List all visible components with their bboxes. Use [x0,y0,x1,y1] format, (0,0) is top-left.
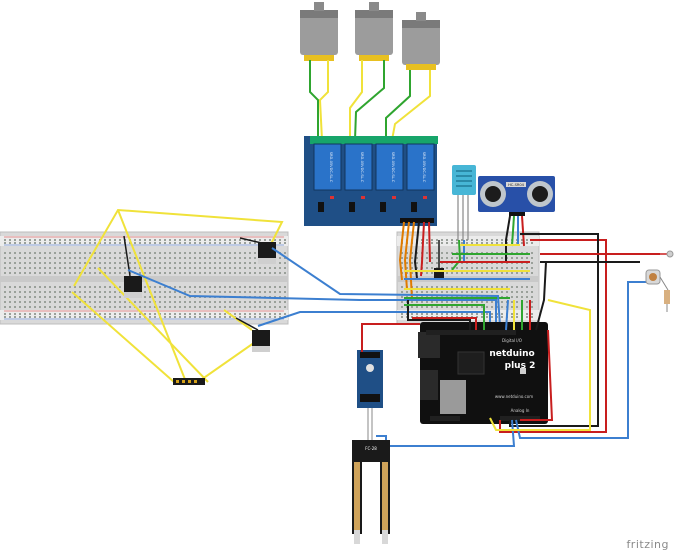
digital-io-label: Digital I/O [502,338,522,343]
ultrasonic-sensor: HC-SR04 [478,176,555,216]
analog-in-label: Analog In [511,408,530,413]
transistor-left-1 [239,237,276,264]
relay-label-3: SRD-05VDC-SL-C [391,152,395,183]
fritzing-watermark: fritzing [626,538,669,551]
transistor-left-2 [123,235,142,298]
board-wires [404,261,547,331]
dht-sensor [452,165,476,240]
relay-module: SRD-05VDC-SL-C SRD-05VDC-SL-C SRD-05VDC-… [304,136,438,226]
netduino-board: Digital I/O netduino plus 2 www.netduino… [418,322,548,424]
relay-label-2: SRD-05VDC-SL-C [360,152,364,183]
brand-plus2: plus 2 [505,361,536,371]
dc-motor-3 [402,12,440,70]
long-blue-wires [127,247,501,327]
brand-netduino: netduino [489,349,534,359]
transistor-left-3 [235,317,270,352]
motor-wires [309,60,431,141]
board-jumpers [404,244,530,299]
website-label: www.netduino.com [495,394,533,399]
transistor [434,240,444,278]
relay-label-4: SRD-05VDC-SL-C [422,152,426,183]
dc-motor-2 [355,2,393,61]
soil-sensor-module [357,323,420,440]
header-pins [173,378,205,385]
left-yellow-wires [71,208,284,383]
ultrasonic-label: HC-SR04 [508,183,525,187]
ldr-sensor [645,250,674,312]
dc-motor-1 [300,2,338,61]
relay-label-1: SRD-05VDC-SL-C [329,152,333,183]
loop-wires [376,233,660,447]
soil-probe-label: FC-28 [365,446,377,451]
soil-probe: FC-28 [352,440,390,544]
